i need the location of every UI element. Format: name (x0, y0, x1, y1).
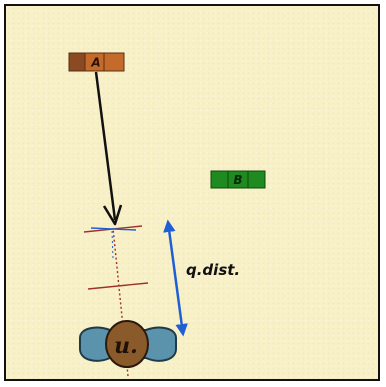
pointing-arrow-head (102, 204, 123, 226)
pointing-arrow-shaft (94, 71, 117, 221)
block-a: A (68, 52, 125, 72)
distance-label: q.dist. (186, 261, 240, 279)
pointing-arrow (94, 71, 123, 226)
user-figure: u. (79, 320, 177, 368)
reference-tick (87, 282, 149, 290)
user-label: u. (114, 333, 138, 359)
target-marker (83, 225, 143, 259)
block-a-label: A (90, 56, 100, 70)
target-tick-blue (90, 227, 137, 231)
block-b-body (210, 170, 266, 189)
block-b: B (210, 170, 266, 189)
distance-arrow (163, 219, 188, 337)
block-a-left-segment (68, 52, 86, 72)
target-axis-blue (111, 230, 114, 259)
diagram-canvas (4, 4, 380, 381)
user-head (105, 320, 149, 368)
block-b-label: B (233, 173, 242, 187)
